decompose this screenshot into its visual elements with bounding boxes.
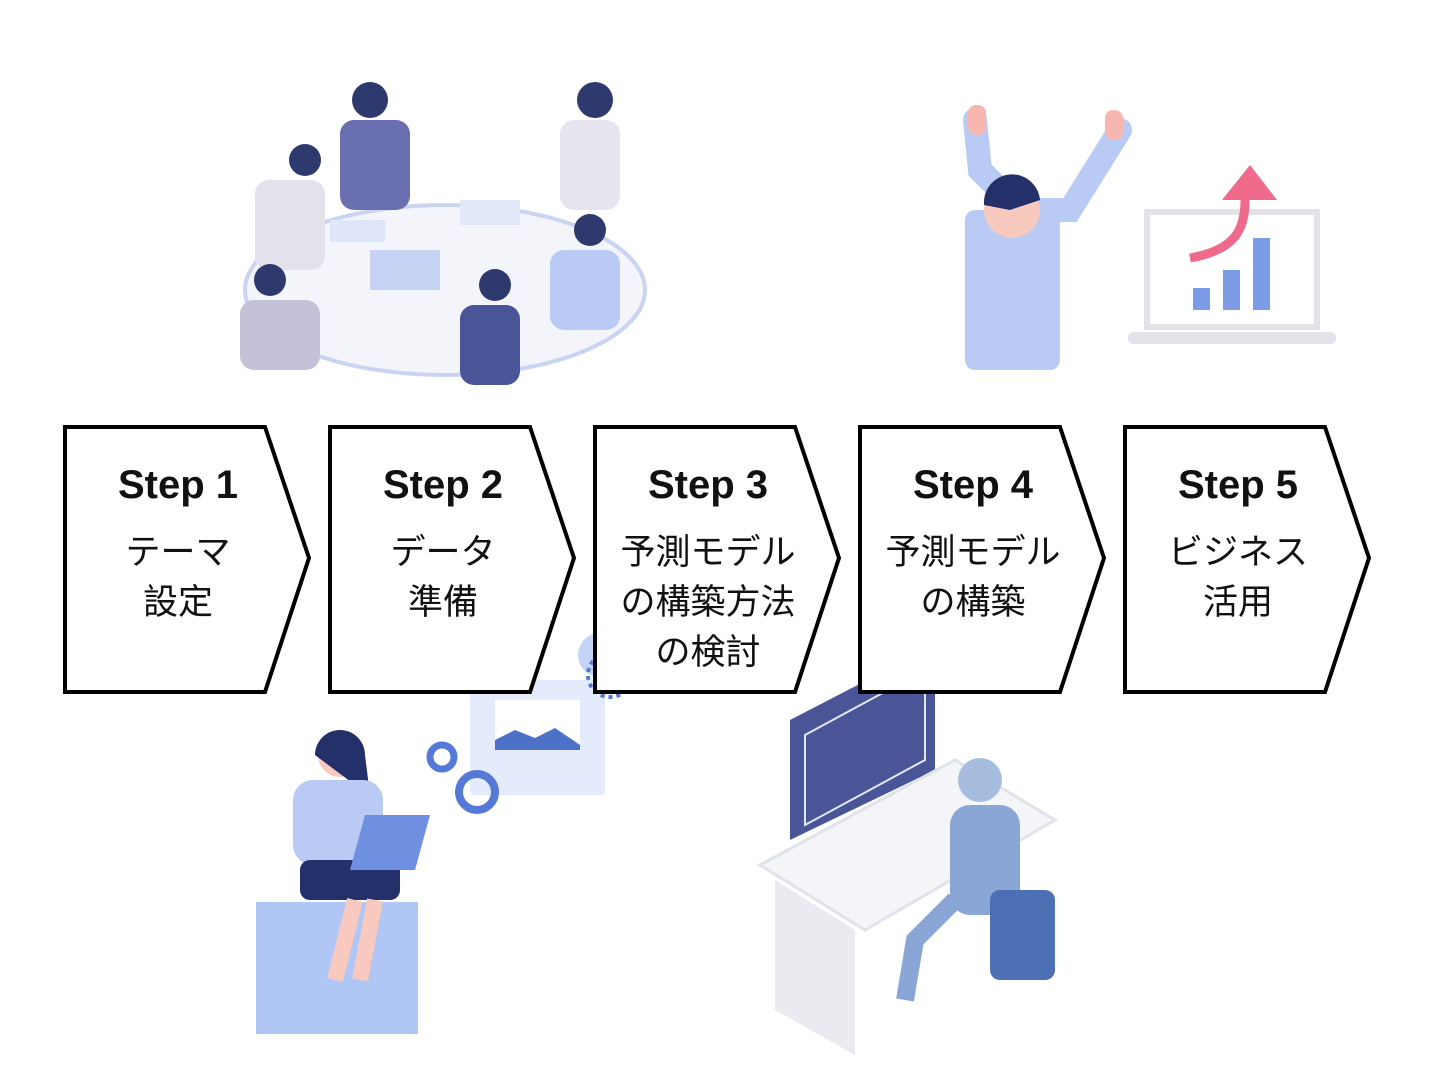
step-3: Step 3 予測モデル の構築方法 の検討 [593,425,843,695]
step-description: 予測モデル の構築 [885,533,1061,623]
chevron-shape [1123,425,1372,694]
celebrating-person-illustration [963,105,1132,370]
step-description: データ 準備 [390,533,496,623]
step-title: Step 4 [912,463,1034,507]
chevron-shape [328,425,577,694]
robot-at-computer-illustration [757,645,1058,1055]
step-description: テーマ 設定 [125,533,231,623]
woman-with-laptop-illustration [256,633,634,1034]
step-title: Step 2 [382,463,504,507]
chevron-shape [593,425,842,694]
step-title: Step 1 [117,463,239,507]
step-2: Step 2 データ 準備 [328,425,578,695]
chevron-shape [63,425,312,694]
step-title: Step 5 [1177,463,1299,507]
growth-chart-laptop-illustration [1128,165,1336,344]
step-1: Step 1 テーマ 設定 [63,425,313,695]
team-meeting-illustration [240,82,647,385]
step-description: ビジネス 活用 [1167,533,1308,623]
step-description: 予測モデル の構築方法 の検討 [620,533,796,673]
step-title: Step 3 [647,463,769,507]
step-5: Step 5 ビジネス 活用 [1123,425,1373,695]
chevron-shape [858,425,1107,694]
step-4: Step 4 予測モデル の構築 [858,425,1108,695]
